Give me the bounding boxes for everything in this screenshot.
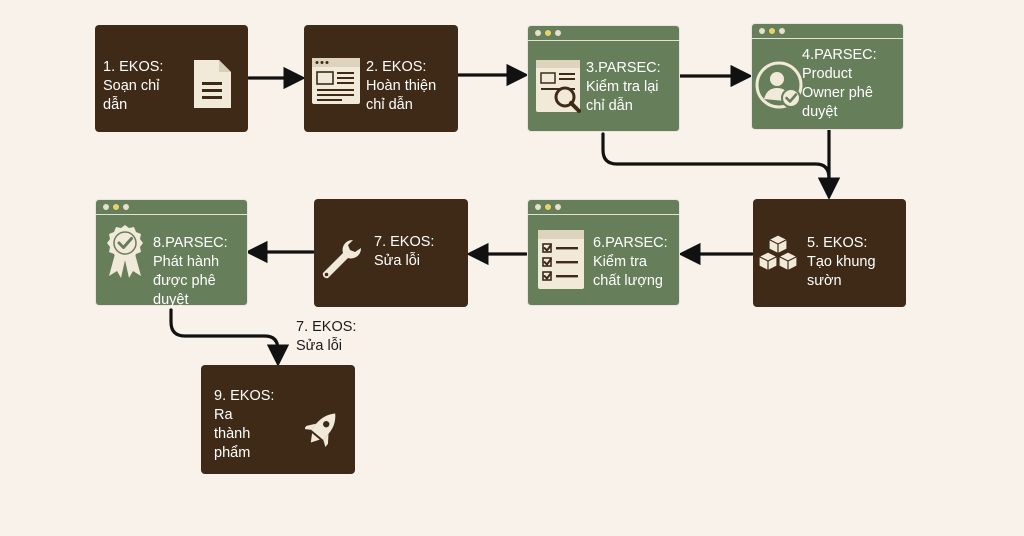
step-6-label: 6.PARSEC: Kiểm tra chất lượng — [593, 235, 668, 289]
cubes-icon — [758, 234, 798, 272]
step-1-label: 1. EKOS: Soạn chỉ dẫn — [103, 59, 164, 113]
window-bar — [528, 200, 679, 215]
step-6-node: 6.PARSEC: Kiểm tra chất lượng — [527, 199, 680, 306]
arrow-3-to-5 — [601, 132, 841, 200]
step-3-label: 3.PARSEC: Kiểm tra lại chỉ dẫn — [586, 60, 661, 114]
wrench-icon — [319, 237, 363, 281]
user-approved-icon — [755, 61, 805, 111]
window-bar — [752, 24, 903, 39]
search-document-icon — [535, 59, 583, 115]
step-3-node: 3.PARSEC: Kiểm tra lại chỉ dẫn — [527, 25, 680, 132]
window-bar — [96, 200, 247, 215]
step-9-node: 9. EKOS: Ra thành phẩm — [201, 365, 355, 474]
step-7-node: 7. EKOS: Sửa lỗi — [314, 199, 468, 307]
step-1-node: 1. EKOS: Soạn chỉ dẫn — [95, 25, 248, 132]
step-8-label: 8.PARSEC: Phát hành được phê duyệt — [153, 235, 228, 308]
document-icon — [191, 58, 233, 110]
step-5-node: 5. EKOS: Tạo khung sườn — [753, 199, 906, 307]
step-2-label: 2. EKOS: Hoàn thiện chỉ dẫn — [366, 59, 437, 113]
step-7-label: 7. EKOS: Sửa lỗi — [374, 234, 435, 269]
edge-label-8-to-9: 7. EKOS: Sửa lỗi — [296, 319, 357, 354]
step-9-label: 9. EKOS: Ra thành phẩm — [214, 388, 275, 461]
award-badge-icon — [105, 224, 145, 280]
step-4-node: 4.PARSEC: Product Owner phê duyệt — [751, 23, 904, 130]
arrow-8-to-9 — [169, 308, 290, 367]
step-4-label: 4.PARSEC: Product Owner phê duyệt — [802, 47, 877, 120]
browser-window-icon — [311, 57, 361, 105]
step-2-node: 2. EKOS: Hoàn thiện chỉ dẫn — [304, 25, 458, 132]
step-5-label: 5. EKOS: Tạo khung sườn — [807, 235, 876, 289]
rocket-icon — [305, 408, 341, 448]
step-8-node: 8.PARSEC: Phát hành được phê duyệt — [95, 199, 248, 308]
window-bar — [528, 26, 679, 41]
checklist-icon — [537, 229, 587, 291]
